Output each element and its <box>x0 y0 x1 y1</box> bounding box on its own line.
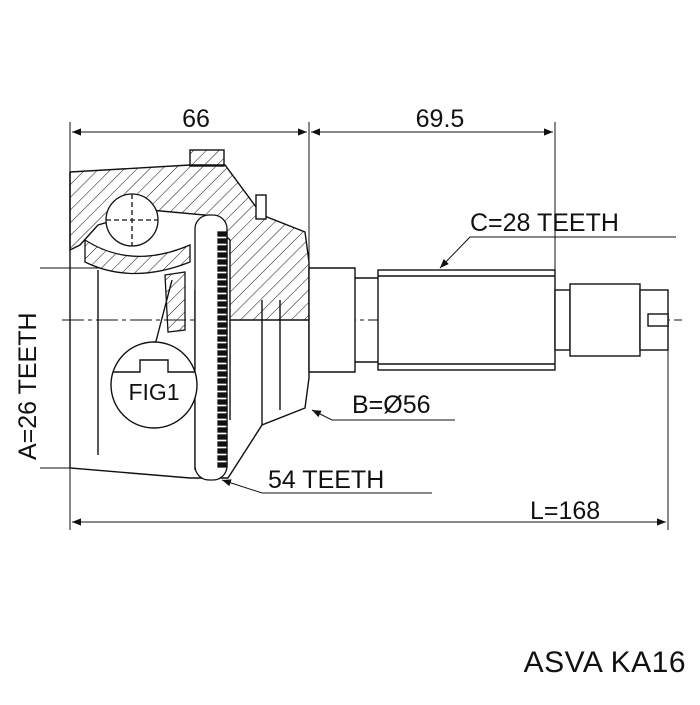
fig1-detail: FIG1 <box>110 279 198 429</box>
abs-tooth <box>217 238 228 244</box>
abs-tooth <box>217 364 228 370</box>
dim-spline-a: A=26 TEETH <box>14 312 42 460</box>
dim-diameter-b: B=Ø56 <box>352 391 431 419</box>
abs-ring <box>194 214 228 481</box>
abs-tooth <box>217 280 228 286</box>
abs-tooth <box>217 385 228 391</box>
abs-tooth <box>217 231 228 237</box>
abs-tooth <box>217 455 228 461</box>
dim-spline-c: C=28 TEETH <box>470 209 619 237</box>
abs-tooth <box>217 441 228 447</box>
abs-tooth <box>217 301 228 307</box>
dim-length-l: L=168 <box>530 497 600 525</box>
dim-shaft-length: 69.5 <box>416 105 465 133</box>
abs-tooth <box>217 413 228 419</box>
abs-tooth <box>217 350 228 356</box>
abs-tooth <box>217 399 228 405</box>
part-number: KA16 <box>610 646 686 679</box>
shaft <box>308 267 669 373</box>
abs-tooth <box>217 259 228 265</box>
abs-tooth <box>217 273 228 279</box>
brand-name: ASVA <box>523 646 602 679</box>
abs-tooth <box>217 434 228 440</box>
abs-tooth <box>217 336 228 342</box>
abs-tooth <box>217 308 228 314</box>
abs-tooth <box>217 406 228 412</box>
abs-tooth <box>217 462 228 468</box>
abs-tooth <box>217 287 228 293</box>
abs-tooth <box>217 371 228 377</box>
abs-tooth <box>217 357 228 363</box>
fig1-label: FIG1 <box>128 379 179 405</box>
abs-tooth <box>217 266 228 272</box>
abs-tooth <box>217 343 228 349</box>
abs-tooth <box>217 420 228 426</box>
abs-tooth <box>217 448 228 454</box>
abs-tooth <box>217 329 228 335</box>
abs-tooth <box>217 245 228 251</box>
abs-tooth <box>217 294 228 300</box>
dim-abs-teeth: 54 TEETH <box>268 466 384 494</box>
abs-tooth <box>217 427 228 433</box>
dim-outer-width: 66 <box>182 105 210 133</box>
abs-tooth <box>217 322 228 328</box>
outer-housing <box>69 149 310 479</box>
part-caption: ASVA KA16 <box>524 646 686 680</box>
abs-ring-teeth <box>217 231 228 468</box>
abs-tooth <box>217 378 228 384</box>
abs-tooth <box>217 315 228 321</box>
abs-tooth <box>217 252 228 258</box>
abs-tooth <box>217 392 228 398</box>
